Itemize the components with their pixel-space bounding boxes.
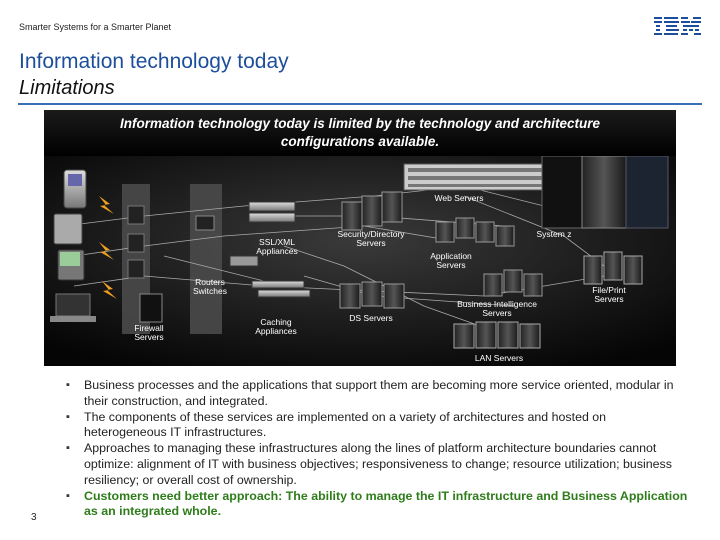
- business-intelligence-label: Business Intelligence Servers: [452, 300, 542, 318]
- header-tagline: Smarter Systems for a Smarter Planet: [19, 22, 171, 32]
- bullet-item: ▪ The components of these services are i…: [62, 410, 692, 442]
- title-rule: [18, 103, 702, 105]
- system-z-label: System z: [524, 230, 584, 239]
- page-title: Information technology today: [19, 50, 289, 74]
- bullet-text: Business processes and the applications …: [84, 378, 674, 408]
- ssl-xml-label: SSL/XML Appliances: [252, 238, 302, 256]
- bullet-square-icon: ▪: [66, 441, 70, 457]
- security-directory-label: Security/Directory Servers: [326, 230, 416, 248]
- caching-appliances-label: Caching Appliances: [248, 318, 304, 336]
- bullet-item: ▪ Approaches to managing these infrastru…: [62, 441, 692, 488]
- bullet-item: ▪ Business processes and the application…: [62, 378, 692, 410]
- architecture-diagram: Web Servers System z SSL/XML Appliances …: [44, 156, 676, 366]
- bullet-square-icon: ▪: [66, 410, 70, 426]
- banner: Information technology today is limited …: [44, 110, 676, 156]
- bullet-text: Customers need better approach: The abil…: [84, 489, 687, 519]
- file-print-label: File/Print Servers: [584, 286, 634, 304]
- routers-switches-label: Routers Switches: [184, 278, 236, 296]
- web-servers-label: Web Servers: [424, 194, 494, 203]
- bullet-list: ▪ Business processes and the application…: [62, 378, 692, 520]
- application-servers-label: Application Servers: [426, 252, 476, 270]
- page-subtitle: Limitations: [19, 77, 115, 100]
- ibm-logo: [654, 16, 702, 38]
- bullet-text: Approaches to managing these infrastruct…: [84, 441, 672, 487]
- firewall-servers-label: Firewall Servers: [124, 324, 174, 342]
- ds-servers-label: DS Servers: [336, 314, 406, 323]
- bullet-square-icon: ▪: [66, 489, 70, 505]
- bullet-text: The components of these services are imp…: [84, 410, 606, 440]
- bullet-item-highlight: ▪ Customers need better approach: The ab…: [62, 489, 692, 521]
- bullet-square-icon: ▪: [66, 378, 70, 394]
- lan-servers-label: LAN Servers: [464, 354, 534, 363]
- page-number: 3: [31, 512, 37, 523]
- banner-line-1: Information technology today is limited …: [44, 115, 676, 133]
- banner-line-2: configurations available.: [44, 133, 676, 151]
